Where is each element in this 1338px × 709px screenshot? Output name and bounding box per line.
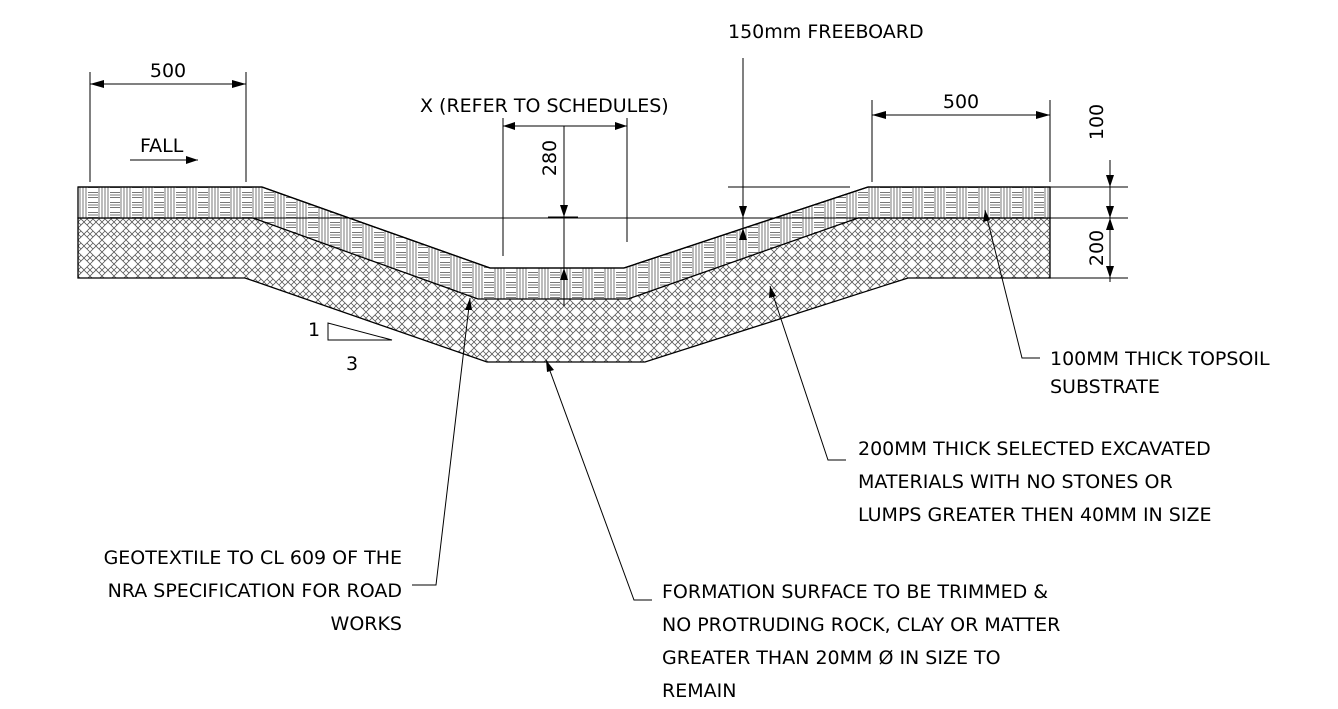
fall-arrow-icon xyxy=(130,156,198,164)
dim-vertical-layers xyxy=(1050,160,1128,282)
callout-topsoil-line-1: 100MM THICK TOPSOIL xyxy=(1050,348,1270,370)
dim-200-text: 200 xyxy=(1086,230,1108,266)
leader-geotextile xyxy=(412,297,471,586)
callout-geotextile-line-3: WORKS xyxy=(331,613,402,635)
callout-topsoil-line-2: SUBSTRATE xyxy=(1050,376,1160,398)
dim-depth-280 xyxy=(548,126,578,306)
leader-formation xyxy=(545,359,652,601)
callout-selected-line-1: 200MM THICK SELECTED EXCAVATED xyxy=(858,438,1211,460)
dim-280-text: 280 xyxy=(539,140,561,176)
dim-freeboard xyxy=(728,58,850,240)
dim-left-500 xyxy=(89,72,247,182)
dim-right-500 xyxy=(871,100,1051,182)
callout-formation-line-4: REMAIN xyxy=(662,680,736,702)
callout-geotextile-line-1: GEOTEXTILE TO CL 609 OF THE xyxy=(104,547,402,569)
callout-formation-line-3: GREATER THAN 20MM Ø IN SIZE TO xyxy=(662,647,1001,669)
callout-formation-line-2: NO PROTRUDING ROCK, CLAY OR MATTER xyxy=(662,614,1060,636)
fall-label: FALL xyxy=(140,135,184,157)
leader-selected xyxy=(769,285,846,461)
dim-left-500-text: 500 xyxy=(150,60,186,82)
dim-100-text: 100 xyxy=(1086,104,1108,140)
ground-outline xyxy=(78,186,1050,269)
leader-topsoil xyxy=(984,209,1040,359)
slope-run-text: 3 xyxy=(346,353,358,375)
callout-formation-line-1: FORMATION SURFACE TO BE TRIMMED & xyxy=(662,581,1048,603)
callout-geotextile-line-2: NRA SPECIFICATION FOR ROAD xyxy=(108,580,402,602)
channel-width-label: X (REFER TO SCHEDULES) xyxy=(420,95,669,117)
callout-selected-line-2: MATERIALS WITH NO STONES OR xyxy=(858,471,1173,493)
callout-selected-line-3: LUMPS GREATER THEN 40MM IN SIZE xyxy=(858,504,1212,526)
slope-triangle-icon xyxy=(327,322,393,341)
dim-right-500-text: 500 xyxy=(943,91,979,113)
slope-rise-text: 1 xyxy=(308,319,320,341)
freeboard-label: 150mm FREEBOARD xyxy=(728,21,924,43)
dim-channel-width xyxy=(502,118,628,256)
